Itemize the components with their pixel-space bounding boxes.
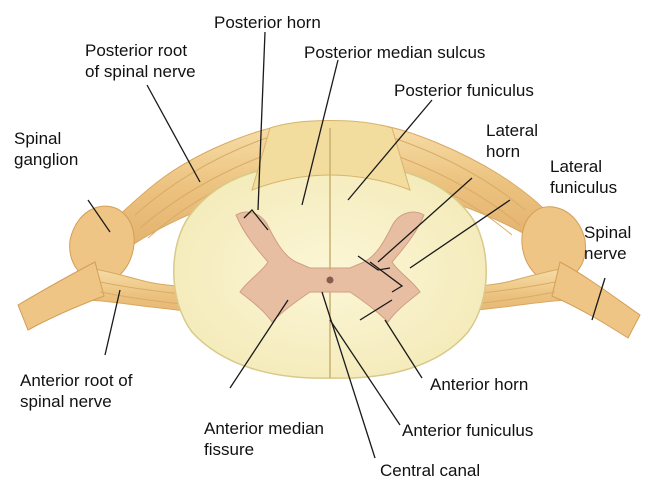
spinal-nerve-left — [18, 262, 104, 330]
label-lateral-funiculus: Lateral funiculus — [550, 156, 617, 198]
label-central-canal: Central canal — [380, 460, 480, 481]
label-lateral-horn: Lateral horn — [486, 120, 538, 162]
spinal-nerve-right — [552, 262, 640, 338]
label-spinal-ganglion: Spinal ganglion — [14, 128, 78, 170]
label-posterior-median-sulcus: Posterior median sulcus — [304, 42, 485, 63]
label-posterior-horn: Posterior horn — [214, 12, 321, 33]
label-spinal-nerve: Spinal nerve — [584, 222, 631, 264]
label-posterior-root: Posterior root of spinal nerve — [85, 40, 196, 82]
label-anterior-root: Anterior root of spinal nerve — [20, 370, 132, 412]
central-canal — [327, 277, 334, 284]
label-anterior-funiculus: Anterior funiculus — [402, 420, 533, 441]
label-anterior-median-fissure: Anterior median fissure — [204, 418, 324, 460]
label-posterior-funiculus: Posterior funiculus — [394, 80, 534, 101]
label-anterior-horn: Anterior horn — [430, 374, 528, 395]
